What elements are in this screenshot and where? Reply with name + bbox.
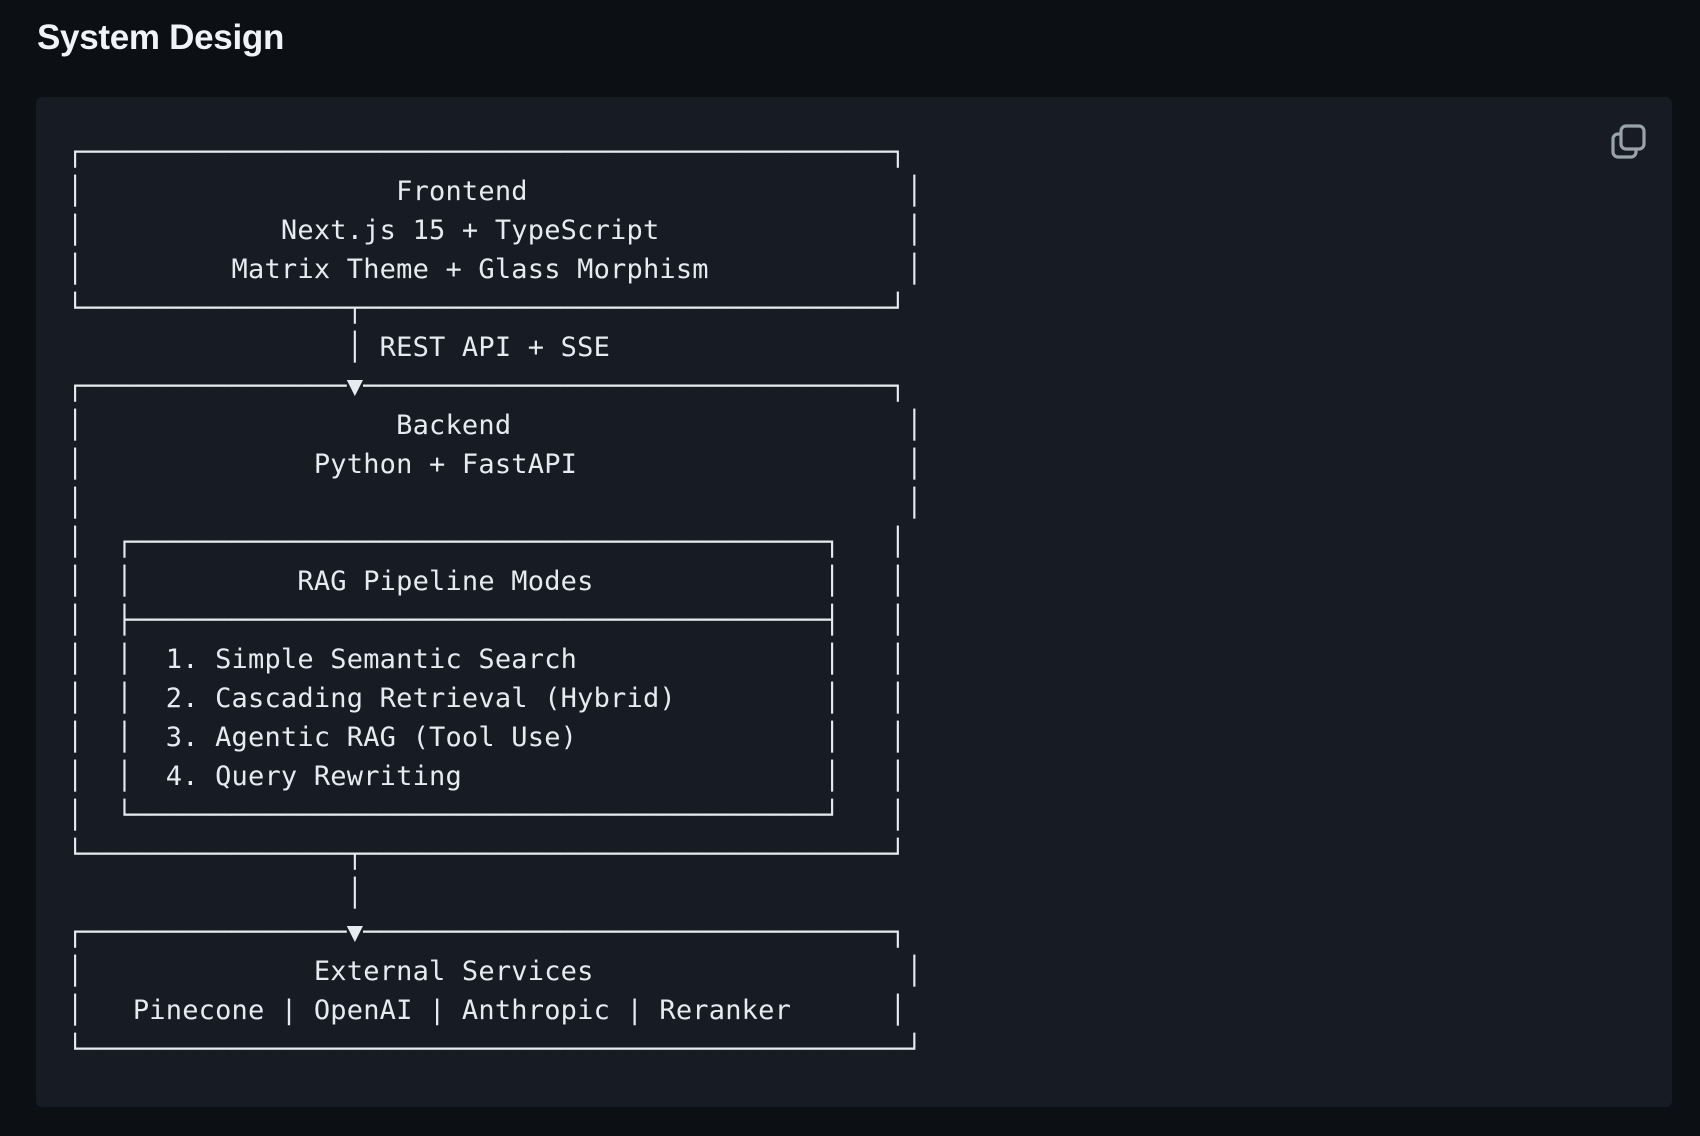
copy-button[interactable] [1608, 121, 1648, 161]
copy-icon [1609, 122, 1647, 160]
page-title: System Design [37, 18, 285, 57]
code-block: ┌───────────────────────────────────────… [36, 97, 1672, 1107]
ascii-diagram: ┌───────────────────────────────────────… [67, 137, 923, 1065]
